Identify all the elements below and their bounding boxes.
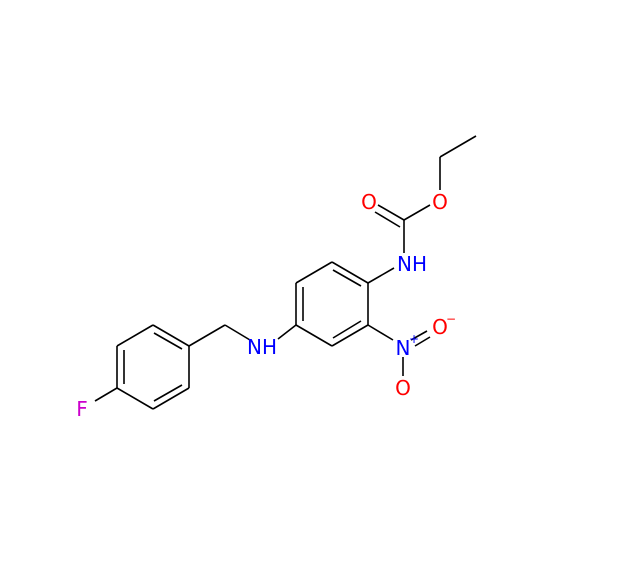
carbonyl-oxygen-label: O <box>361 190 377 214</box>
bond <box>439 135 477 158</box>
bond <box>188 324 226 347</box>
ester-oxygen-label: O <box>432 190 448 214</box>
bond <box>152 324 190 347</box>
bond <box>331 324 369 347</box>
central-ring <box>295 261 369 347</box>
bond <box>367 267 395 284</box>
nitro-oxygen-lower-label: O <box>395 376 411 400</box>
bond <box>410 330 428 341</box>
bond <box>414 336 431 347</box>
bond <box>374 211 401 228</box>
bond <box>377 204 405 221</box>
bond <box>295 324 333 347</box>
fluorine-label: F <box>76 397 88 421</box>
carbamate-nh-label: NH <box>397 252 427 276</box>
fluorophenyl-ring <box>116 324 190 410</box>
nitro-oxygen-upper-label: O <box>432 315 448 339</box>
nitro-oxygen-upper-charge: − <box>446 312 456 326</box>
nitro-nitrogen-charge: + <box>409 332 419 346</box>
bond <box>153 332 183 350</box>
bond <box>116 387 154 410</box>
bond <box>332 320 362 339</box>
bond <box>224 324 251 341</box>
bond <box>331 261 369 284</box>
bond <box>153 384 183 402</box>
amine-nh-label: NH <box>247 335 277 359</box>
nitro-nitrogen-label: N <box>396 336 411 360</box>
bond <box>116 324 154 347</box>
bond <box>332 269 362 287</box>
bond <box>152 387 190 410</box>
bond <box>94 387 118 402</box>
bond <box>295 261 333 284</box>
bond <box>403 204 431 221</box>
bond <box>367 324 394 341</box>
bond <box>277 324 297 340</box>
